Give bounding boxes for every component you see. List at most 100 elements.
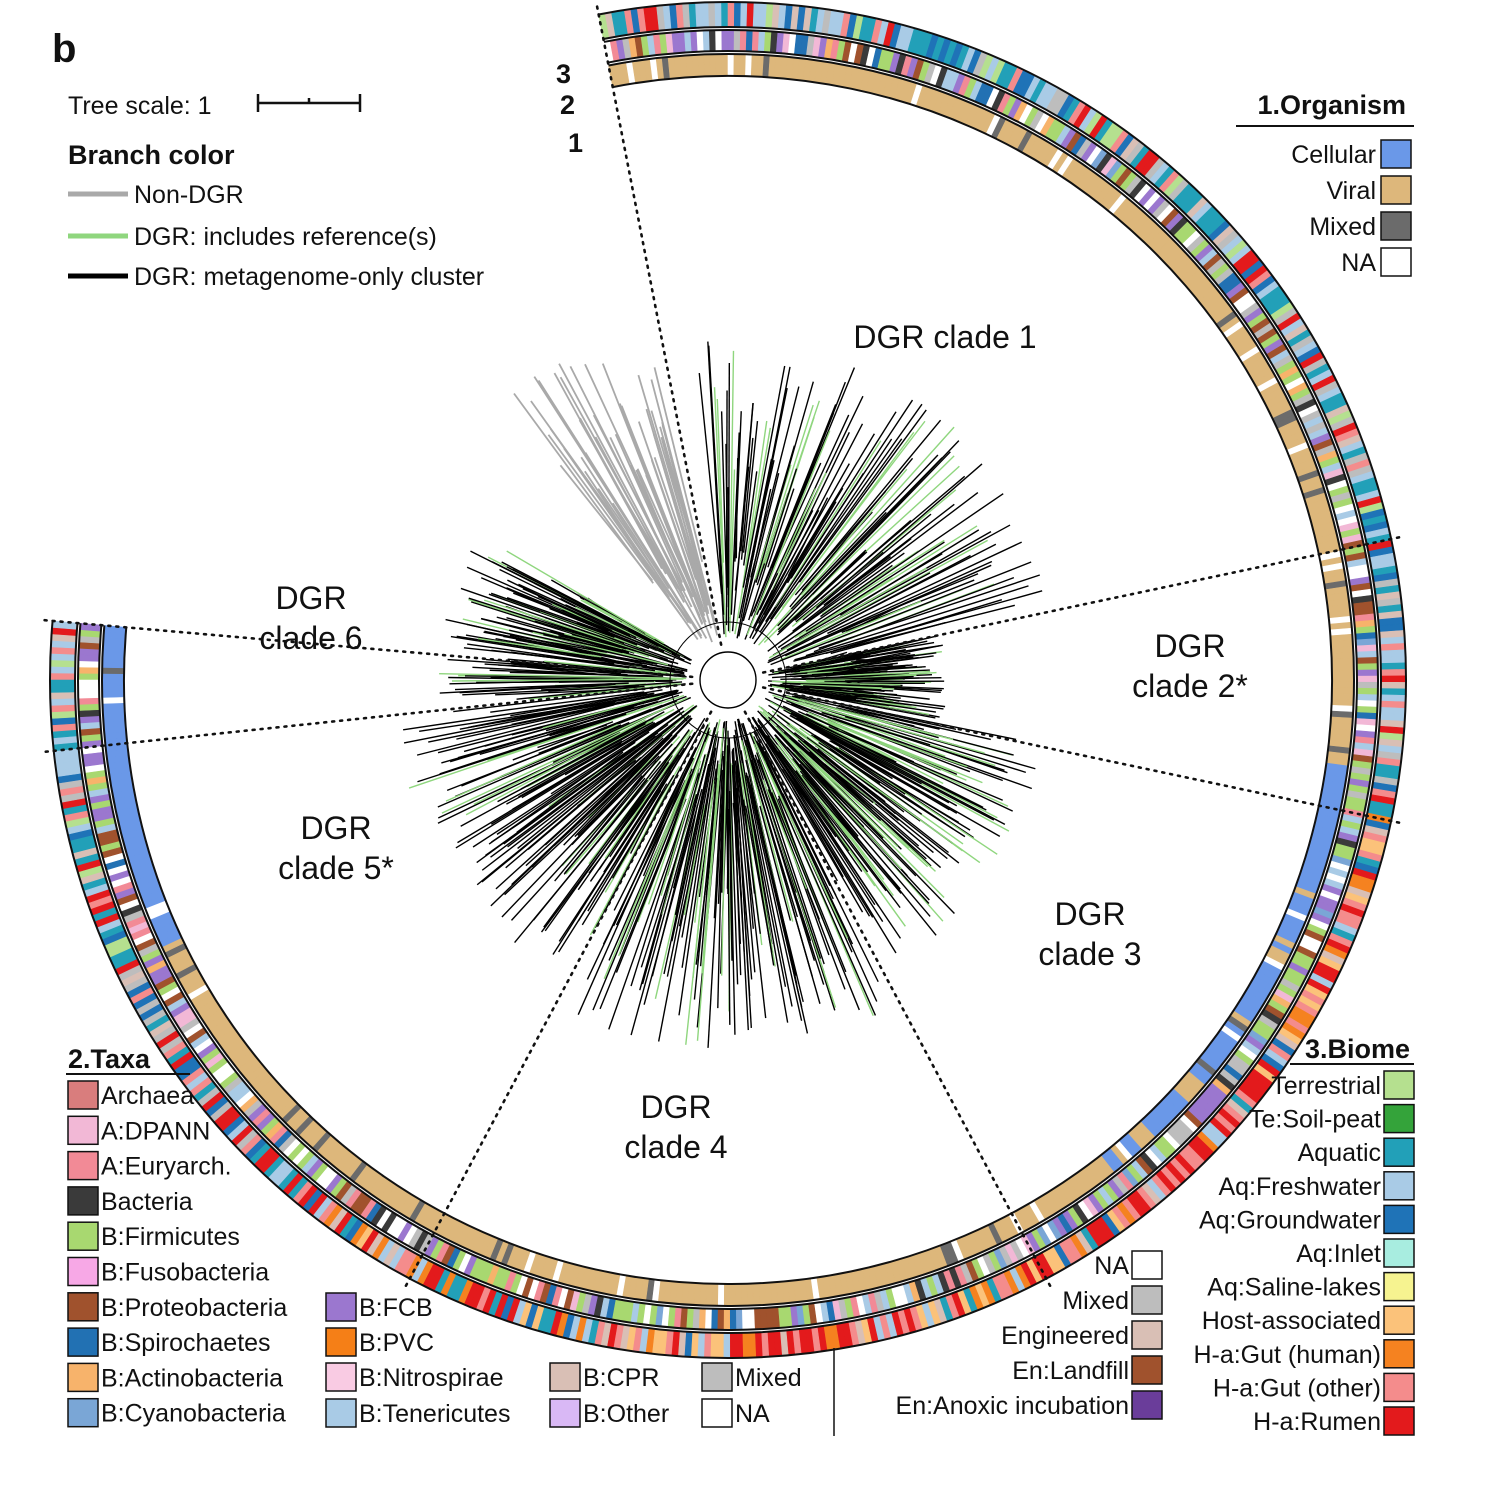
tree-branch [488, 593, 675, 661]
tree-branch [462, 618, 616, 658]
dgr-metagenome-label: DGR: metagenome-only cluster [134, 263, 484, 291]
tree-branch [488, 736, 642, 845]
organism-ring-segment [703, 53, 711, 77]
tree-branch [727, 362, 731, 632]
tree-branch [762, 733, 837, 838]
legend-swatch [1131, 1320, 1163, 1350]
tree-branch [481, 705, 697, 871]
ring-border [77, 29, 1379, 1331]
tree-branch [748, 468, 798, 621]
biome-ring-segment [741, 1332, 750, 1359]
tree-branch [847, 666, 857, 672]
tree-branch [652, 727, 711, 881]
biome-legend-label: Engineered [1001, 1322, 1129, 1350]
legend-swatch [325, 1327, 357, 1357]
tree-branch [650, 410, 709, 606]
tree-branch [758, 423, 864, 624]
tree-branch [564, 722, 656, 776]
legend-swatch [549, 1398, 581, 1428]
tree-branch [543, 634, 629, 654]
legend-swatch [1383, 1171, 1415, 1201]
biome-legend-label: Terrestrial [1271, 1072, 1381, 1100]
tree-branch [696, 728, 724, 1041]
taxa-ring-segment [739, 29, 748, 52]
tree-branch [584, 363, 694, 598]
tree-branch [787, 696, 937, 737]
organism-ring-segment [709, 53, 717, 77]
tree-branch [773, 734, 859, 837]
tree-branch [456, 689, 679, 740]
tree-branch [461, 708, 652, 787]
taxa-ring-segment [77, 666, 100, 674]
tree-branch [759, 472, 864, 633]
clade-dividers [39, 1, 1405, 1291]
tree-branch [604, 729, 694, 859]
tree-branch [453, 683, 686, 713]
tree-branch [807, 711, 983, 784]
biome-legend-label: Aquatic [1298, 1139, 1381, 1167]
biome-ring-segment [722, 1332, 731, 1359]
tree-branch [799, 763, 931, 917]
tree-branch [611, 502, 670, 589]
tree-branch [530, 400, 683, 612]
tree-branch [762, 779, 808, 890]
legend-swatch [1131, 1285, 1163, 1315]
tree-branch [779, 731, 945, 898]
tree-branch [742, 471, 758, 566]
organism-ring-segment [729, 1283, 736, 1307]
taxa-ring-segment [79, 623, 102, 632]
legend-swatch [67, 1397, 99, 1428]
tree-branch [483, 599, 660, 658]
taxa-ring-segment [77, 660, 100, 668]
tree-branch [642, 763, 691, 877]
biome-ring-segment [49, 685, 76, 693]
clade-divider [40, 682, 694, 754]
tree-branch [740, 437, 754, 560]
tree-branch [746, 430, 831, 636]
taxa-ring-segment [723, 1308, 731, 1331]
tree-branch [754, 433, 875, 632]
legend-swatch [67, 1080, 99, 1110]
tree-branch [820, 564, 893, 618]
tree-branch [797, 716, 995, 821]
organism-legend-label: Cellular [1291, 141, 1376, 169]
tree-branch [797, 710, 915, 763]
tree-branch [559, 376, 708, 639]
taxa-legend-label: B:Spirochaetes [101, 1329, 271, 1357]
taxa-ring-segment [716, 1308, 724, 1331]
tree-branch [738, 488, 772, 637]
tree-branch [771, 792, 860, 1011]
taxa-legend-label: A:Euryarch. [101, 1153, 232, 1181]
tree-branch [713, 387, 727, 638]
tree-branch [798, 409, 927, 583]
tree-branch [542, 695, 661, 729]
tree-branch [786, 746, 865, 828]
taxa-legend-label: Bacteria [101, 1188, 193, 1216]
tree-branch [609, 735, 692, 858]
organism-ring-segment [715, 53, 723, 77]
taxa-legend-label: B:PVC [359, 1329, 434, 1357]
tree-branch [794, 549, 867, 619]
legend-swatch [1383, 1103, 1415, 1134]
tree-branch [510, 689, 663, 717]
organism-ring-segment [1331, 663, 1355, 671]
ring-number-1: 1 [568, 128, 583, 158]
tree-branch [741, 420, 768, 593]
tree-branch [490, 721, 660, 825]
tree-branch [587, 731, 696, 912]
organism-ring-segment [101, 684, 125, 692]
tree-branch [612, 761, 670, 842]
tree-branch [767, 735, 887, 892]
tree-branch [445, 723, 619, 802]
tree-branch [830, 621, 946, 655]
tree-branch [653, 367, 704, 563]
biome-legend-label: H-a:Gut (other) [1213, 1374, 1381, 1402]
tree-branch [603, 722, 711, 979]
taxa-ring-segment [735, 1308, 743, 1331]
organism-ring-segment [717, 1283, 725, 1307]
tree-branch [477, 637, 602, 658]
tree-branch [803, 457, 943, 599]
tree-branch [768, 716, 942, 869]
taxa-ring-segment [753, 1307, 762, 1330]
